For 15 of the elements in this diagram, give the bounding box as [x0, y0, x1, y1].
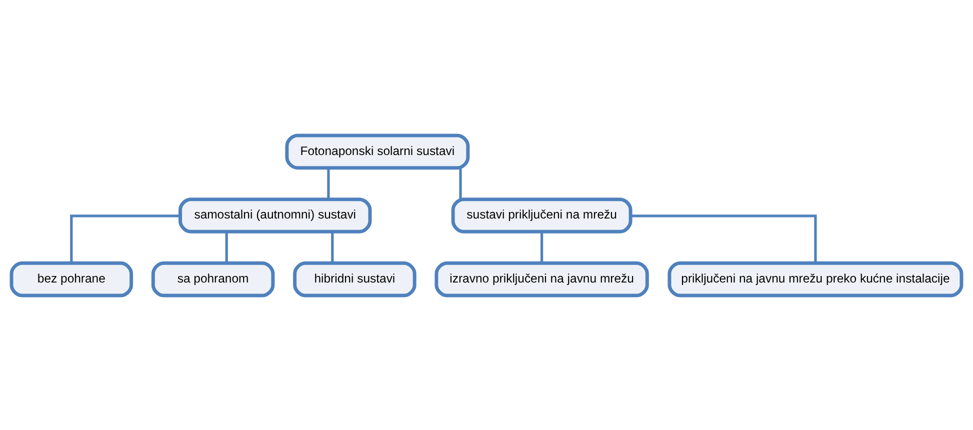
node-box: samostalni (autnomni) sustavi: [178, 197, 372, 233]
connector: [459, 168, 462, 199]
connector: [225, 231, 228, 262]
node-box: priključeni na javnu mrežu preko kućne instalacije: [668, 260, 964, 297]
connector: [331, 231, 334, 262]
connector: [540, 231, 544, 262]
node-box: izravno priključeni na javnu mrežu: [434, 260, 649, 297]
node-box: Fotonaponski solarni sustavi: [285, 133, 470, 170]
connector: [70, 214, 180, 262]
node-box: bez pohrane: [10, 260, 134, 297]
node-box: sa pohranom: [151, 260, 275, 297]
connector: [327, 168, 330, 199]
node-box: sustavi priključeni na mrežu: [451, 197, 632, 233]
node-box: hibridni sustavi: [293, 260, 416, 297]
connector: [630, 214, 817, 262]
